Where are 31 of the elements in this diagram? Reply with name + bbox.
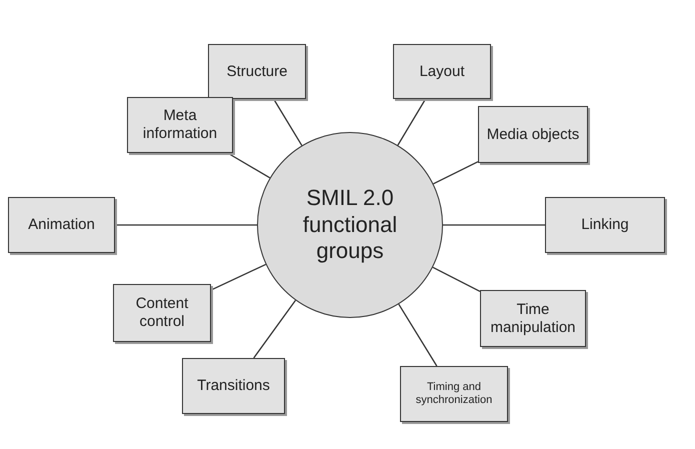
connector-line (432, 266, 480, 292)
group-box (478, 106, 588, 163)
group-box (393, 44, 491, 99)
node-label: Linking (581, 216, 629, 234)
node-label: Meta information (142, 107, 218, 143)
node-label: Layout (419, 62, 465, 80)
connector-line (398, 304, 438, 366)
connector-line (443, 224, 545, 226)
node-label: Timing and synchronization (414, 380, 494, 408)
connector-line (210, 264, 266, 291)
node-label: Animation (28, 216, 95, 234)
connector-line (433, 161, 478, 184)
node-label: Media objects (486, 126, 580, 144)
group-box (545, 197, 665, 253)
group-box (400, 366, 508, 422)
connector-line (115, 224, 257, 226)
group-box (208, 44, 306, 99)
node-label: Content control (134, 295, 190, 331)
node-label: Transitions (197, 377, 270, 395)
group-box (480, 290, 586, 347)
group-box (8, 197, 115, 253)
node-label: Structure (226, 62, 288, 80)
connector-line (273, 98, 302, 146)
connector-line (227, 152, 270, 178)
group-box (113, 284, 211, 342)
node-label: Time manipulation (489, 300, 577, 336)
node-label: SMIL 2.0 functional groups (302, 185, 398, 265)
connector-line (397, 98, 426, 146)
group-box (182, 358, 285, 414)
group-box (127, 97, 233, 153)
connector-line (253, 300, 296, 358)
